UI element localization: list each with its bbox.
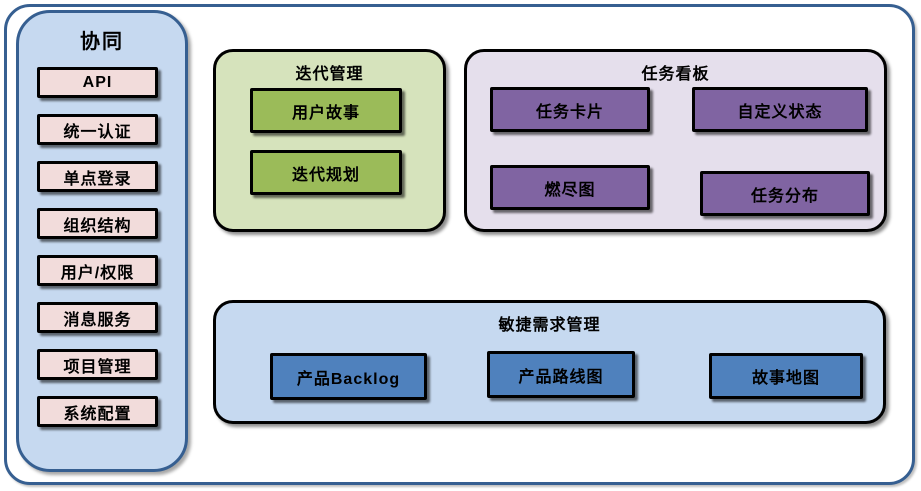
sidebar-item-user-permissions: 用户/权限 [37,255,158,286]
sidebar-title: 协同 [80,31,124,53]
group-agile-requirements: 敏捷需求管理 产品Backlog 产品路线图 故事地图 [213,300,886,424]
node-product-roadmap: 产品路线图 [487,351,635,398]
sidebar-item-org-structure: 组织结构 [37,208,158,239]
sidebar-item-unified-auth: 统一认证 [37,114,158,145]
sidebar-item-project-mgmt: 项目管理 [37,349,158,380]
node-story-map: 故事地图 [709,353,863,399]
group-iteration-title: 迭代管理 [295,66,364,83]
sidebar-item-list: API 统一认证 单点登录 组织结构 用户/权限 消息服务 项目管理 系统配置 [37,67,158,427]
node-iteration-planning: 迭代规划 [250,150,402,195]
sidebar-collaboration-group: 协同 API 统一认证 单点登录 组织结构 用户/权限 消息服务 项目管理 系统… [16,10,188,472]
group-kanban-title: 任务看板 [641,66,710,83]
sidebar-item-message-service: 消息服务 [37,302,158,333]
node-user-story: 用户故事 [250,88,402,133]
node-product-backlog: 产品Backlog [270,353,427,400]
sidebar-item-system-config: 系统配置 [37,396,158,427]
sidebar-item-sso: 单点登录 [37,161,158,192]
node-custom-status: 自定义状态 [692,87,868,132]
node-task-distribution: 任务分布 [700,171,870,216]
node-task-card: 任务卡片 [490,87,650,132]
group-iteration-management: 迭代管理 用户故事 迭代规划 [213,49,446,232]
node-burndown-chart: 燃尽图 [490,165,650,210]
sidebar-item-api: API [37,67,158,98]
group-task-board: 任务看板 任务卡片 自定义状态 燃尽图 任务分布 [464,49,887,232]
group-agile-title: 敏捷需求管理 [498,317,601,334]
